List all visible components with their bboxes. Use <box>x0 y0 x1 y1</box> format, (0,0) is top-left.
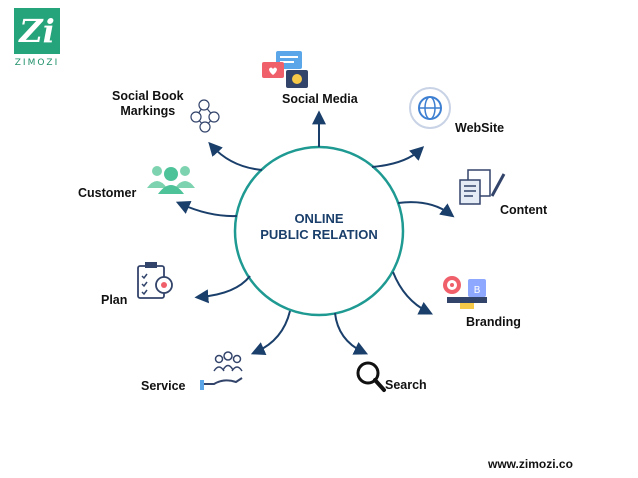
connector-arrows <box>175 110 455 355</box>
search-icon <box>356 361 386 392</box>
logo: Zi <box>14 8 60 54</box>
logo-mark: Zi <box>19 12 55 50</box>
branding-icon: B <box>443 276 487 309</box>
center-title-line1: ONLINE <box>294 211 344 226</box>
arrow-bookmarking <box>208 141 263 171</box>
node-content: Content <box>500 203 548 217</box>
node-plan: Plan <box>101 293 128 307</box>
footer-url[interactable]: www.zimozi.co <box>488 457 573 471</box>
arrow-customer <box>175 201 238 218</box>
network-bookmark-icon <box>190 99 220 133</box>
arrow-plan <box>194 275 251 304</box>
clipboard-target-icon <box>137 262 173 299</box>
arrow-search <box>334 312 369 355</box>
node-website: WebSite <box>455 121 505 135</box>
logo-wordmark: ZIMOZI <box>14 58 60 68</box>
center-title-line2: PUBLIC RELATION <box>260 227 378 242</box>
team-hand-icon <box>200 351 243 390</box>
node-service: Service <box>141 379 186 393</box>
svg-text:B: B <box>474 285 481 296</box>
node-social-bookmarking: Social Book Markings <box>112 89 184 119</box>
arrow-branding <box>392 271 434 315</box>
arrow-service <box>250 310 291 355</box>
user-group-icon <box>147 166 195 194</box>
arrow-content <box>397 201 455 218</box>
node-social-media: Social Media <box>282 92 358 106</box>
node-branding: Branding <box>466 315 521 329</box>
node-social-bookmarking-line2: Markings <box>120 104 176 118</box>
chat-bubbles-icon <box>262 51 308 88</box>
arrow-website <box>371 146 425 168</box>
node-social-bookmarking-line1: Social Book <box>112 89 184 103</box>
node-search: Search <box>385 378 427 392</box>
center-title: ONLINE PUBLIC RELATION <box>249 211 389 243</box>
globe-icon <box>409 87 451 129</box>
documents-icon <box>459 169 506 205</box>
node-customer: Customer <box>78 186 137 200</box>
